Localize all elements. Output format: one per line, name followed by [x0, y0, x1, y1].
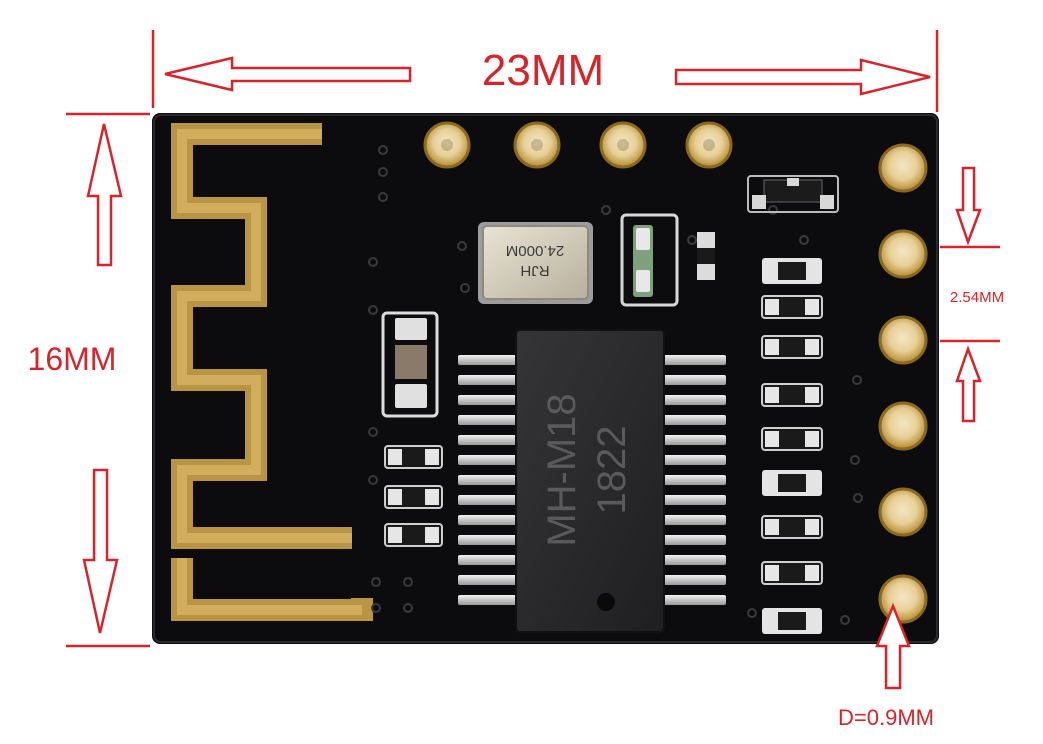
- pitch-label: 2.54MM: [950, 289, 1004, 306]
- left-smd-resistors: [384, 445, 443, 547]
- chip-pins-left: [458, 355, 520, 605]
- top-pin: [599, 121, 647, 169]
- right-smd-column: [761, 258, 823, 634]
- transistor-component: [747, 175, 839, 213]
- top-pin: [423, 121, 471, 169]
- pitch-arrow-up-icon: [955, 345, 982, 423]
- width-label: 23MM: [482, 46, 604, 95]
- chip-label-line1: MH-M18: [540, 393, 584, 546]
- right-pin: [878, 229, 928, 279]
- chip-pin1-dot: [597, 593, 615, 611]
- chip-pins-right: [660, 355, 726, 605]
- top-pin: [685, 121, 733, 169]
- hole-arrow-up-icon: [875, 602, 911, 690]
- width-arrow-left-icon: [164, 56, 412, 92]
- height-label: 16MM: [28, 341, 117, 377]
- main-chip: MH-M18 1822: [515, 329, 665, 633]
- crystal-label-line2: RJH: [520, 262, 549, 279]
- pcb-antenna-inner: [177, 129, 362, 615]
- right-pin: [878, 401, 928, 451]
- vias: [368, 145, 863, 625]
- annotation-lines: [66, 30, 1000, 648]
- pcb-edge-highlight: [153, 114, 938, 643]
- led-component: [620, 213, 679, 307]
- right-pin: [878, 574, 928, 624]
- width-arrow-right-icon: [674, 58, 931, 96]
- crystal-oscillator: 24.000M RJH: [478, 222, 593, 304]
- height-arrow-down-icon: [82, 468, 119, 634]
- crystal-label-line1: 24.000M: [506, 242, 564, 259]
- small-resistor: [697, 232, 715, 280]
- hole-diameter-label: D=0.9MM: [838, 705, 934, 730]
- height-arrow-up-icon: [86, 123, 123, 267]
- top-pin-row: [423, 121, 733, 169]
- capacitor-vertical: [381, 311, 439, 418]
- pitch-arrow-down-icon: [955, 166, 982, 246]
- right-pin: [878, 143, 928, 193]
- right-pin: [878, 487, 928, 537]
- top-pin: [513, 121, 561, 169]
- right-pin-row: [878, 143, 928, 624]
- chip-label-line2: 1822: [590, 426, 634, 515]
- right-pin: [878, 315, 928, 365]
